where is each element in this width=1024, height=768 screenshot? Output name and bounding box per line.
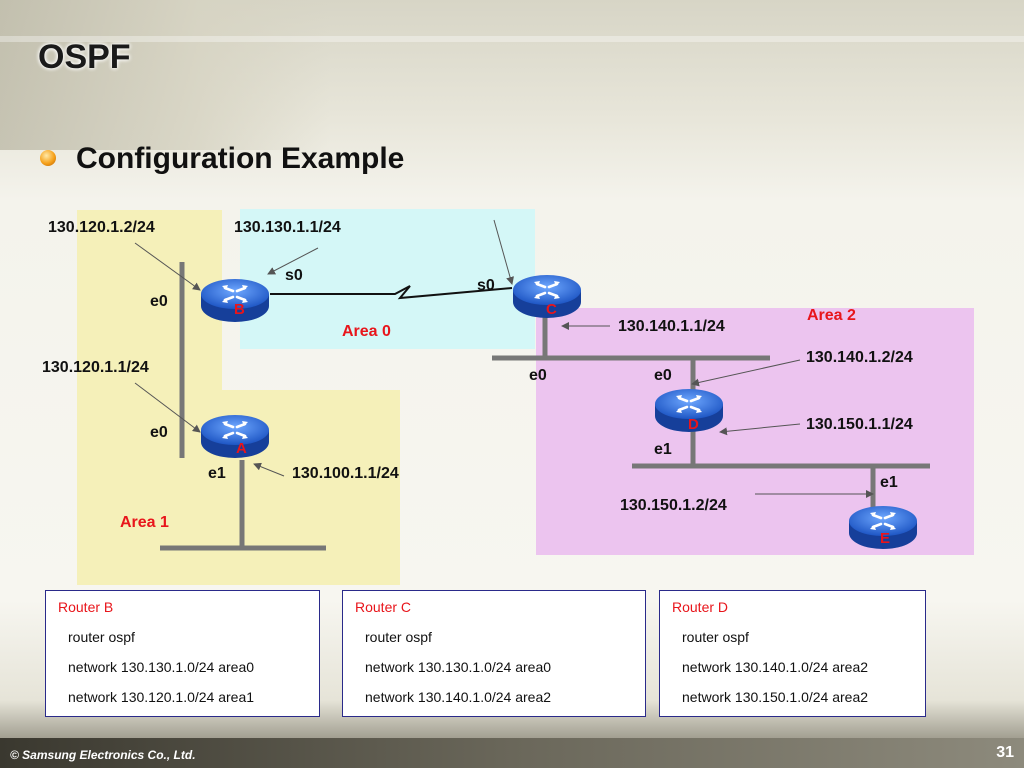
- background-device-photo: [0, 0, 330, 150]
- router-b-label: B: [234, 301, 245, 318]
- config-line: router ospf: [68, 629, 135, 645]
- config-title: Router C: [355, 599, 412, 615]
- router-a-label: A: [236, 440, 247, 457]
- config-title: Router D: [672, 599, 729, 615]
- config-box-router-c: Router C router ospf network 130.130.1.0…: [342, 590, 646, 717]
- router-c-s0-label: s0: [477, 277, 495, 294]
- router-e-label: E: [880, 530, 891, 547]
- serial-link: [270, 285, 513, 300]
- address-d-e0: 130.140.1.2/24: [806, 349, 913, 366]
- footer-copyright: © Samsung Electronics Co., Ltd.: [10, 748, 196, 762]
- background-stripe: [0, 36, 1024, 42]
- config-line: network 130.140.1.0/24 area2: [365, 689, 552, 705]
- area-2-label: Area 2: [807, 307, 856, 324]
- router-a-e1-label: e1: [208, 465, 226, 482]
- slide-subtitle: Configuration Example: [76, 142, 405, 175]
- area-1-label: Area 1: [120, 514, 169, 531]
- config-line: router ospf: [682, 629, 749, 645]
- footer-bar: [0, 738, 1024, 768]
- address-d-e1: 130.150.1.1/24: [806, 416, 913, 433]
- router-d-e0-label: e0: [654, 367, 672, 384]
- config-box-router-d: Router D router ospf network 130.140.1.0…: [659, 590, 926, 717]
- config-box-router-b: Router B router ospf network 130.130.1.0…: [45, 590, 320, 717]
- config-line: network 130.130.1.0/24 area0: [68, 659, 255, 675]
- config-line: network 130.140.1.0/24 area2: [682, 659, 869, 675]
- bullet-icon: [40, 150, 56, 166]
- config-line: router ospf: [365, 629, 432, 645]
- router-b-s0-label: s0: [285, 267, 303, 284]
- area-0-region: [240, 209, 535, 349]
- page-number: 31: [996, 744, 1014, 761]
- area-0-label: Area 0: [342, 323, 391, 340]
- address-c-e0: 130.140.1.1/24: [618, 318, 725, 335]
- config-line: network 130.120.1.0/24 area1: [68, 689, 255, 705]
- config-line: network 130.150.1.0/24 area2: [682, 689, 869, 705]
- router-c-label: C: [546, 301, 557, 318]
- router-a-icon: [200, 413, 270, 460]
- router-c-e0-label: e0: [529, 367, 547, 384]
- config-line: network 130.130.1.0/24 area0: [365, 659, 552, 675]
- router-e-e1-label: e1: [880, 474, 898, 491]
- address-e-e1: 130.150.1.2/24: [620, 497, 727, 514]
- address-c-s0: 130.130.1.1/24: [234, 219, 341, 236]
- router-a-e0-label: e0: [150, 424, 168, 441]
- address-b-e0: 130.120.1.2/24: [48, 219, 155, 236]
- slide-title: OSPF: [38, 38, 131, 76]
- config-title: Router B: [58, 599, 114, 615]
- area-1-region: [77, 210, 222, 390]
- router-b-e0-label: e0: [150, 293, 168, 310]
- address-a-e0: 130.120.1.1/24: [42, 359, 149, 376]
- router-d-label: D: [688, 416, 699, 433]
- address-a-e1: 130.100.1.1/24: [292, 465, 399, 482]
- router-d-e1-label: e1: [654, 441, 672, 458]
